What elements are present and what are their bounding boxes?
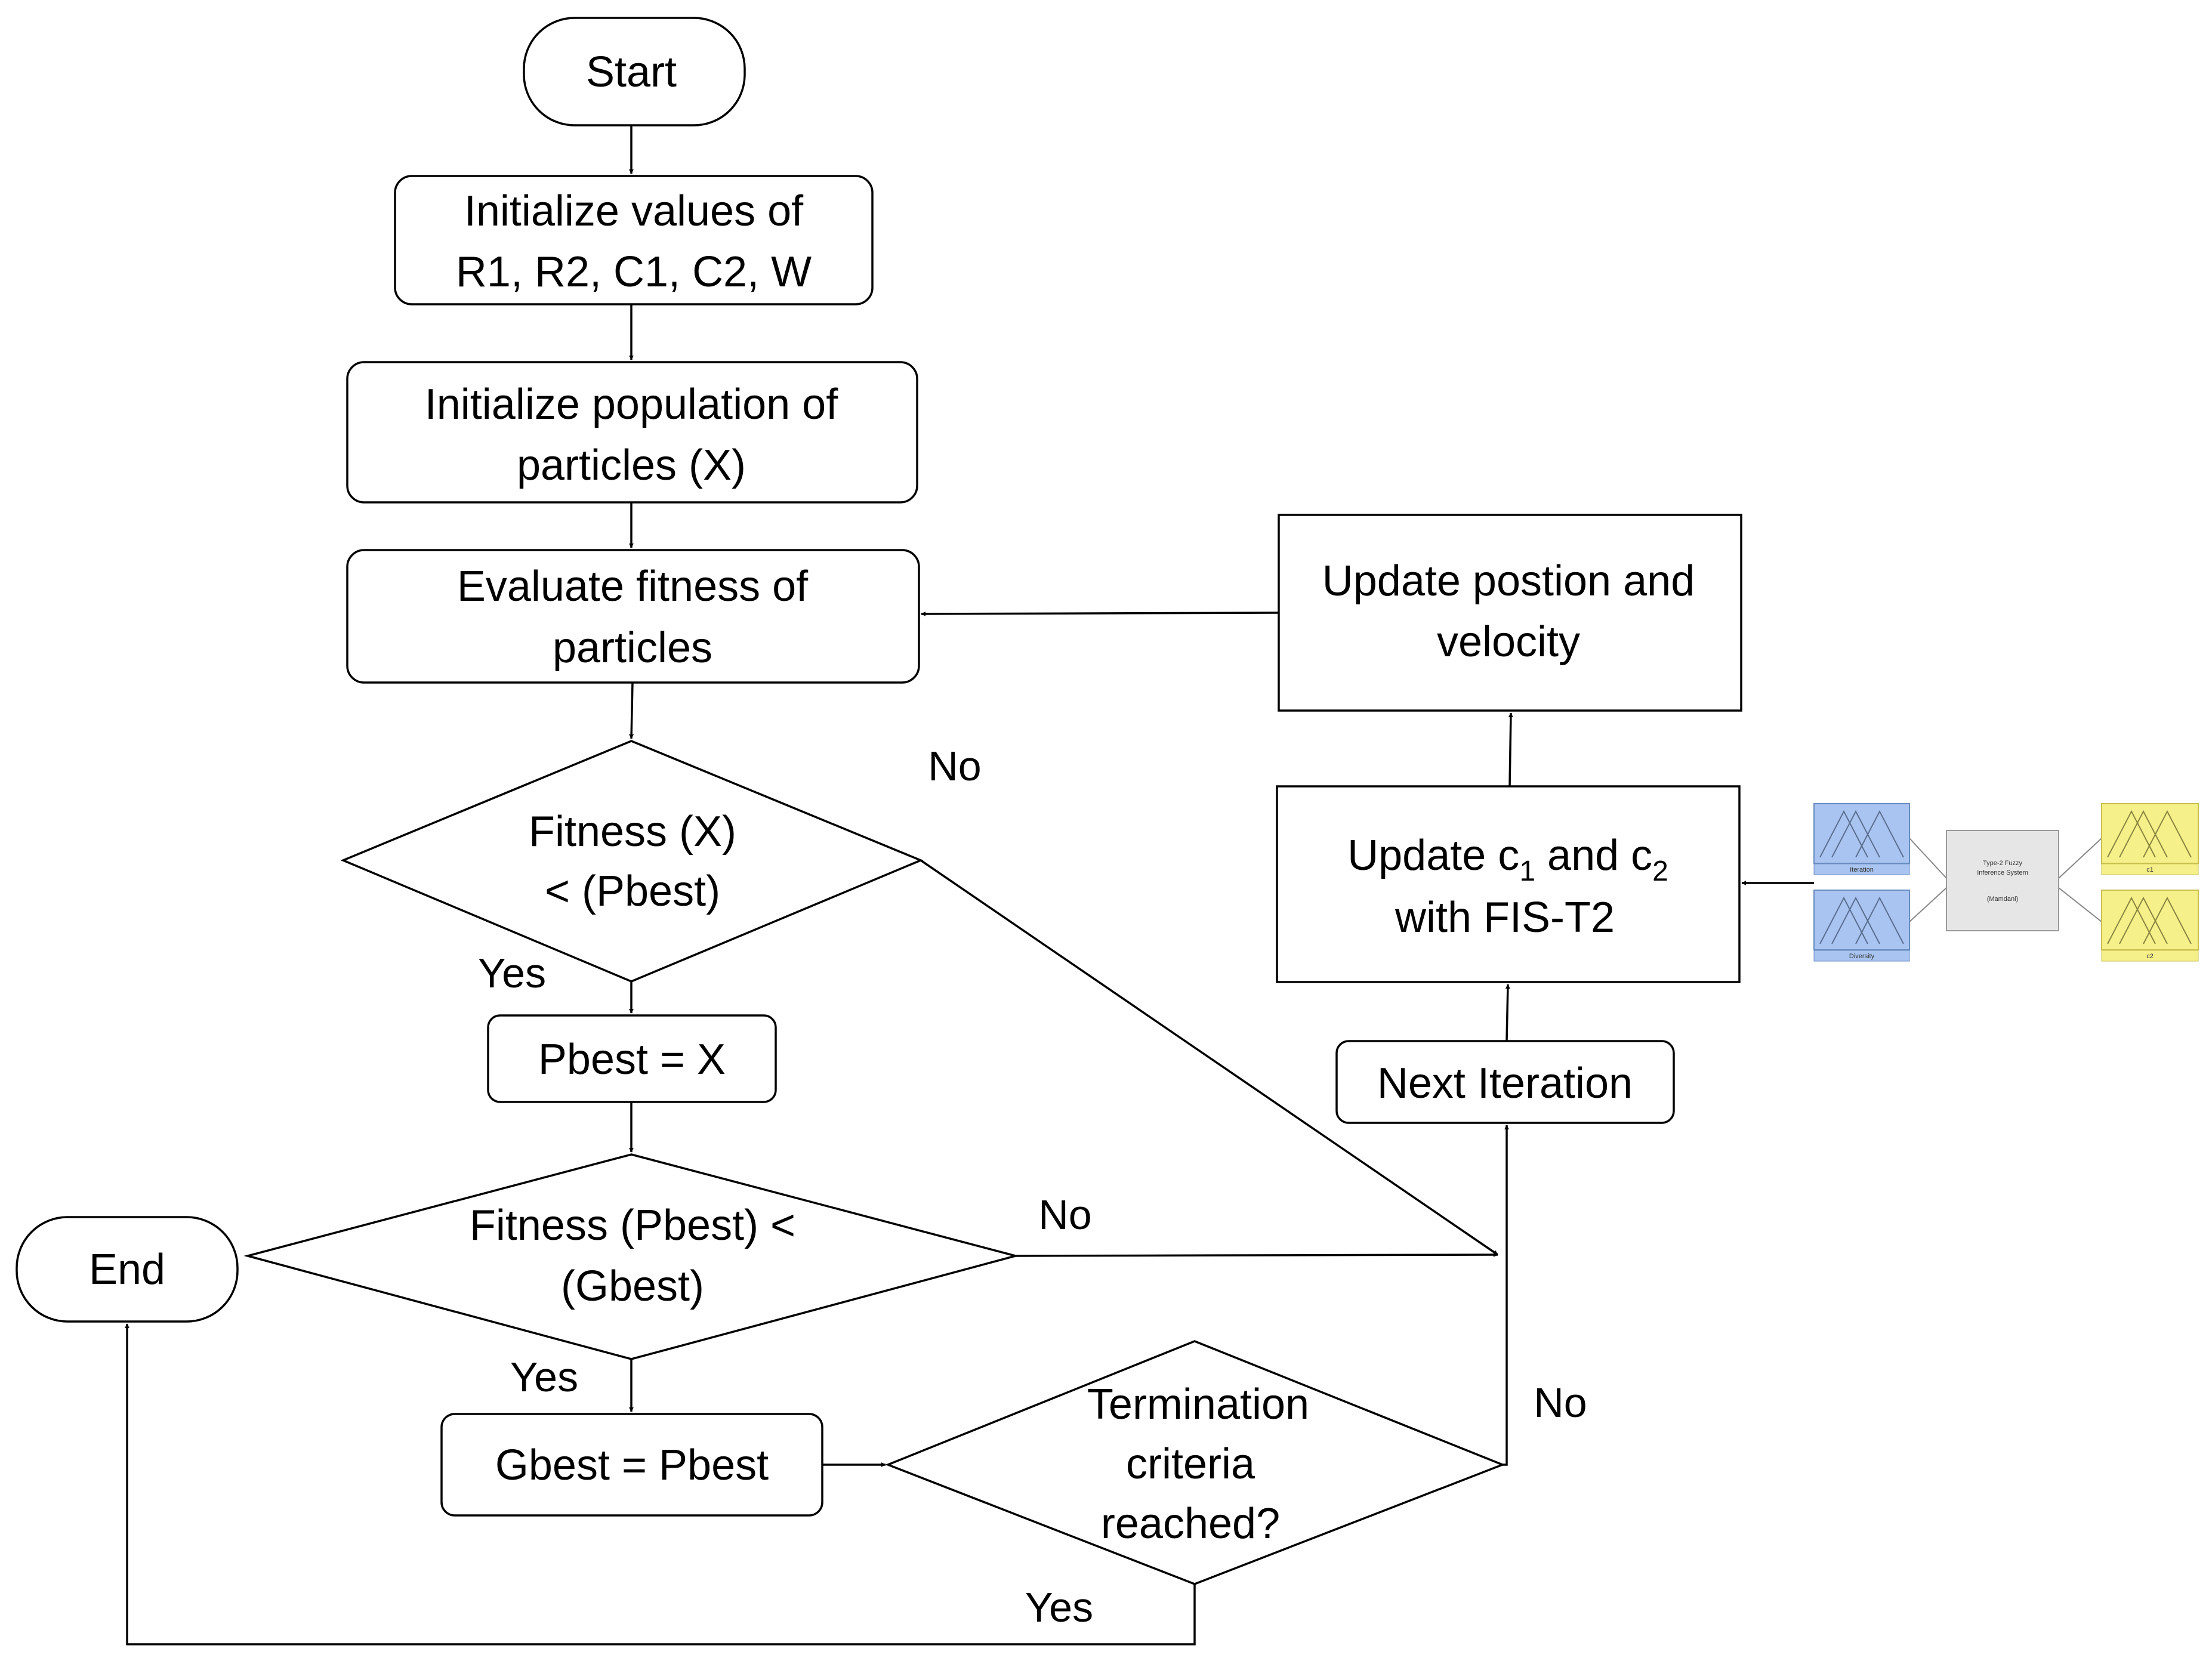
decision-termination: Termination criteria reached? [885, 1340, 1505, 1585]
init-population-line2: particles (X) [517, 441, 746, 489]
end-label: End [89, 1246, 165, 1293]
label-fitness-pbest-yes: Yes [510, 1354, 578, 1400]
decision-fitness-pbest-line2: (Gbest) [561, 1262, 704, 1310]
update-c-line1: Update c1 and c2 [1347, 832, 1668, 887]
init-values-line2: R1, R2, C1, C2, W [456, 248, 812, 296]
fis-system-box: Type-2 Fuzzy Inference System (Mamdani) [1946, 830, 2059, 931]
fis-system-line2: Inference System [1977, 869, 2028, 876]
label-termination-yes: Yes [1025, 1584, 1093, 1631]
edge-termination-yes [125, 1323, 1196, 1645]
fis-input-iteration-label: Iteration [1850, 866, 1874, 873]
edge-position-to-evaluate [921, 611, 1279, 616]
start-node: Start [523, 17, 746, 126]
label-fitness-x-no: No [928, 743, 981, 789]
edge-fitness-x-no [920, 859, 1498, 1256]
update-position-line1: Update postion and [1322, 557, 1695, 605]
decision-fitness-x-line2: < (Pbest) [545, 867, 720, 915]
edge-labels: No Yes No Yes No Yes [478, 743, 1587, 1631]
evaluate-line1: Evaluate fitness of [457, 563, 809, 610]
start-label: Start [586, 48, 677, 96]
fis-output-c2: c2 [2101, 890, 2199, 962]
init-values-node: Initialize values of R1, R2, C1, C2, W [394, 175, 874, 305]
update-position-line2: velocity [1437, 618, 1580, 666]
edge-evaluate-to-decision [629, 682, 634, 739]
init-values-line1: Initialize values of [464, 187, 804, 235]
label-fitness-x-yes: Yes [478, 950, 546, 996]
label-termination-no: No [1534, 1379, 1587, 1426]
update-c-line2: with FIS-T2 [1395, 894, 1615, 941]
fis-system-line1: Type-2 Fuzzy [1983, 860, 2023, 867]
fis-system-line3: (Mamdani) [1987, 896, 2019, 903]
edge-update-c-to-position [1508, 712, 1513, 787]
init-population-node: Initialize population of particles (X) [346, 361, 918, 504]
fis-output-c1-label: c1 [2146, 866, 2154, 873]
pbest-assign-node: Pbest = X [487, 1014, 777, 1103]
edge-termination-no [1503, 1125, 1509, 1466]
decision-fitness-x: Fitness (X) < (Pbest) [340, 740, 924, 983]
decision-termination-line2: criteria [1126, 1440, 1255, 1488]
next-iteration-node: Next Iteration [1335, 1040, 1675, 1124]
fis-output-c1: c1 [2101, 803, 2199, 875]
decision-fitness-pbest-line1: Fitness (Pbest) < [470, 1202, 795, 1249]
edge-fitness-pbest-no [1015, 1252, 1498, 1258]
evaluate-line2: particles [553, 624, 712, 672]
fis-output-c2-label: c2 [2146, 953, 2154, 960]
update-position-node: Update postion and velocity [1278, 514, 1742, 712]
label-fitness-pbest-no: No [1038, 1191, 1091, 1238]
pbest-assign-label: Pbest = X [538, 1036, 726, 1083]
update-c-node: Update c1 and c2 with FIS-T2 [1276, 785, 1741, 983]
end-node: End [16, 1216, 239, 1323]
edge-next-to-update-c [1505, 984, 1510, 1042]
fis-input-diversity: Diversity [1813, 890, 1910, 962]
edges [125, 125, 1814, 1645]
decision-fitness-pbest: Fitness (Pbest) < (Gbest) [243, 1153, 1020, 1360]
decision-fitness-x-line1: Fitness (X) [529, 808, 736, 856]
evaluate-fitness-node: Evaluate fitness of particles [346, 549, 920, 684]
gbest-assign-node: Gbest = Pbest [440, 1413, 823, 1517]
next-iteration-label: Next Iteration [1377, 1060, 1633, 1107]
decision-termination-line1: Termination [1087, 1381, 1309, 1428]
init-population-line1: Initialize population of [425, 381, 838, 428]
fis-inset: Iteration Diversity Type-2 Fuzzy Inferen… [1813, 803, 2199, 962]
gbest-assign-label: Gbest = Pbest [495, 1441, 769, 1489]
fis-input-diversity-label: Diversity [1849, 953, 1875, 960]
decision-termination-line3: reached? [1101, 1500, 1280, 1548]
fis-input-iteration: Iteration [1813, 803, 1910, 875]
